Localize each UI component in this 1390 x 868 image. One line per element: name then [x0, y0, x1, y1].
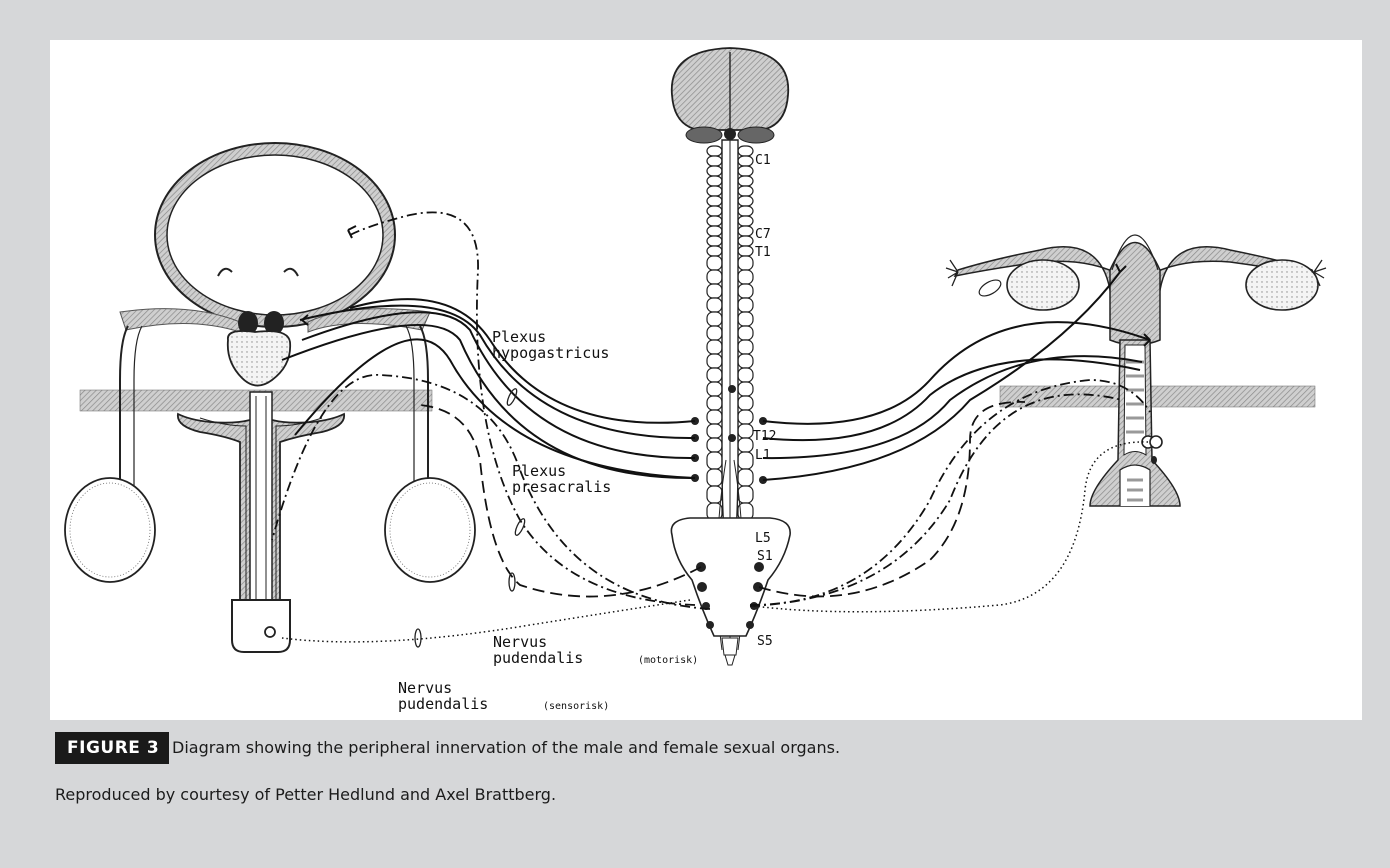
vertebra-left-11 [707, 256, 722, 270]
vertebra-left-10 [707, 246, 722, 256]
vertebra-left-3 [707, 176, 722, 186]
vertebra-left-19 [707, 368, 722, 382]
vertebra-left-21 [707, 396, 722, 410]
vertebra-right-5 [738, 196, 753, 206]
testis-left [65, 478, 155, 582]
testis-right [385, 478, 475, 582]
vertebra-left-16 [707, 326, 722, 340]
label-c1: C1 [755, 153, 771, 168]
nervus-pudendalis-sensor-marker [415, 629, 421, 647]
vertebra-right-15 [738, 312, 753, 326]
vertebra-right-13 [738, 284, 753, 298]
vertebra-right-12 [738, 270, 753, 284]
label-nervus-pudendalis-motor-line2: pudendalis [493, 649, 583, 667]
figure-badge: FIGURE 3 [55, 732, 169, 764]
vertebra-left-23 [707, 424, 722, 438]
vertebra-right-0 [738, 146, 753, 156]
vertebra-left-4 [707, 186, 722, 196]
vertebra-left-12 [707, 270, 722, 284]
vertebra-right-11 [738, 256, 753, 270]
vertebra-right-21 [738, 396, 753, 410]
vertebra-right-23 [738, 424, 753, 438]
ovary-left [1007, 260, 1079, 310]
vertebra-left-22 [707, 410, 722, 424]
vertebra-right-19 [738, 368, 753, 382]
prostate [228, 331, 290, 386]
figure-caption: Diagram showing the peripheral innervati… [172, 737, 840, 759]
vertebra-left-24 [707, 438, 722, 452]
vertebra-right-7 [738, 216, 753, 226]
vertebra-left-2 [707, 166, 722, 176]
vertebra-right-27 [738, 486, 753, 503]
vertebra-left-15 [707, 312, 722, 326]
sacrum [671, 518, 790, 636]
label-plexus-presacralis-line2: presacralis [512, 478, 611, 496]
vertebra-right-6 [738, 206, 753, 216]
vertebra-left-17 [707, 340, 722, 354]
label-l5: L5 [755, 531, 771, 546]
central-nervous-system [671, 48, 790, 665]
vertebra-left-9 [707, 236, 722, 246]
vertebra-left-8 [707, 226, 722, 236]
vertebra-left-1 [707, 156, 722, 166]
vertebra-left-27 [707, 486, 722, 503]
label-nervus-pudendalis-sensor-line2: pudendalis [398, 695, 488, 713]
label-nervus-pudendalis-sensor-note: (sensorisk) [543, 701, 609, 712]
ovary-right [1246, 260, 1318, 310]
vertebra-right-1 [738, 156, 753, 166]
vertebra-right-25 [738, 452, 753, 469]
vertebra-left-26 [707, 469, 722, 486]
label-t1: T1 [755, 245, 771, 260]
label-c7: C7 [755, 227, 771, 242]
vertebra-right-24 [738, 438, 753, 452]
label-s5: S5 [757, 634, 773, 649]
label-plexus-hypogastricus-line2: hypogastricus [492, 344, 609, 362]
label-t12: T12 [753, 429, 776, 444]
innervation-diagram: C1 C7 T1 T12 L1 L5 S1 S5 Plexus hypogast… [50, 40, 1362, 720]
vertebra-right-10 [738, 246, 753, 256]
vertebra-right-2 [738, 166, 753, 176]
vertebra-right-22 [738, 410, 753, 424]
vertebra-right-20 [738, 382, 753, 396]
label-nervus-pudendalis-motor-note: (motorisk) [638, 655, 698, 666]
figure-panel: C1 C7 T1 T12 L1 L5 S1 S5 Plexus hypogast… [50, 40, 1362, 720]
vertebra-right-26 [738, 469, 753, 486]
vertebra-left-20 [707, 382, 722, 396]
vertebra-right-18 [738, 354, 753, 368]
label-s1: S1 [757, 549, 773, 564]
vertebra-right-4 [738, 186, 753, 196]
vertebra-left-25 [707, 452, 722, 469]
figure-credit: Reproduced by courtesy of Petter Hedlund… [55, 784, 556, 806]
vertebra-left-5 [707, 196, 722, 206]
vertebra-left-7 [707, 216, 722, 226]
vertebra-right-3 [738, 176, 753, 186]
vertebra-right-8 [738, 226, 753, 236]
vertebra-left-6 [707, 206, 722, 216]
vertebra-right-17 [738, 340, 753, 354]
vertebra-left-0 [707, 146, 722, 156]
vertebra-left-14 [707, 298, 722, 312]
vertebra-left-18 [707, 354, 722, 368]
vertebra-right-14 [738, 298, 753, 312]
glans [232, 600, 290, 652]
caption-row: FIGURE 3 Diagram showing the peripheral … [0, 732, 1390, 772]
vertebra-left-13 [707, 284, 722, 298]
label-l1: L1 [755, 448, 771, 463]
vertebra-right-9 [738, 236, 753, 246]
vertebra-right-16 [738, 326, 753, 340]
